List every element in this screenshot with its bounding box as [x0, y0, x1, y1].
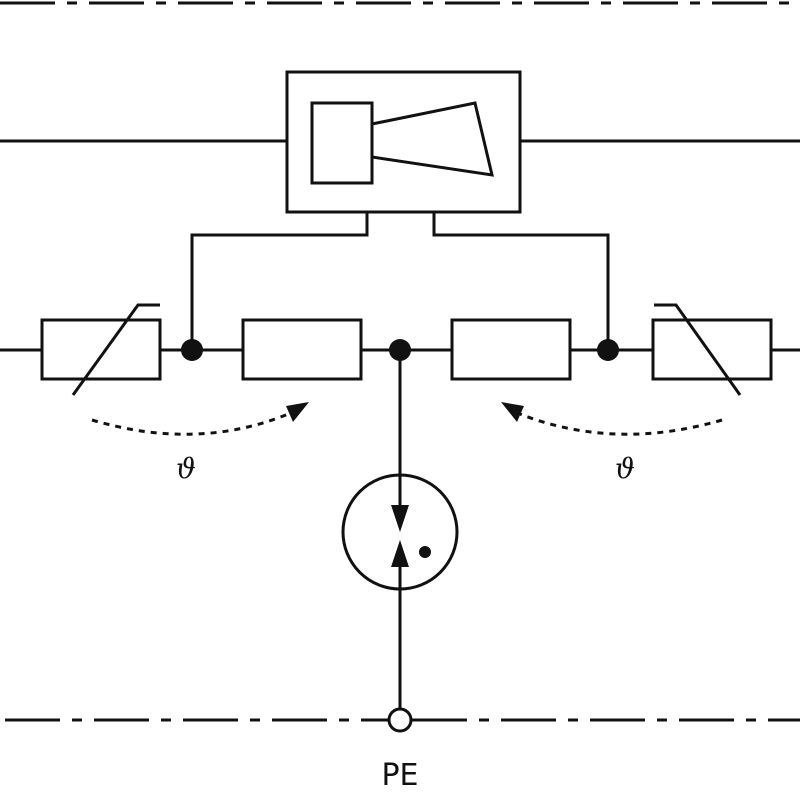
fuse-icon-left [241, 318, 363, 381]
thermal-arrowhead-left-icon [286, 402, 309, 422]
varistor-icon-left [40, 303, 162, 396]
fuse-icon-right [450, 318, 572, 381]
gas-discharge-tube-icon [341, 473, 459, 591]
junction-node-right [597, 339, 619, 361]
thermal-coupling-arrow-left [91, 410, 294, 436]
horn-right-connection [432, 212, 610, 350]
theta-symbol-right: ϑ [615, 452, 635, 485]
pe-label: PE [381, 758, 418, 793]
horn-left-connection [190, 212, 369, 350]
horn-signaling-device-icon [285, 70, 522, 214]
varistor-icon-right [651, 303, 773, 396]
junction-node-left [181, 339, 203, 361]
thermal-arrowhead-right-icon [501, 402, 524, 422]
pe-terminal [387, 707, 413, 733]
thermal-coupling-arrow-right [514, 410, 723, 436]
theta-symbol-left: ϑ [176, 452, 196, 485]
